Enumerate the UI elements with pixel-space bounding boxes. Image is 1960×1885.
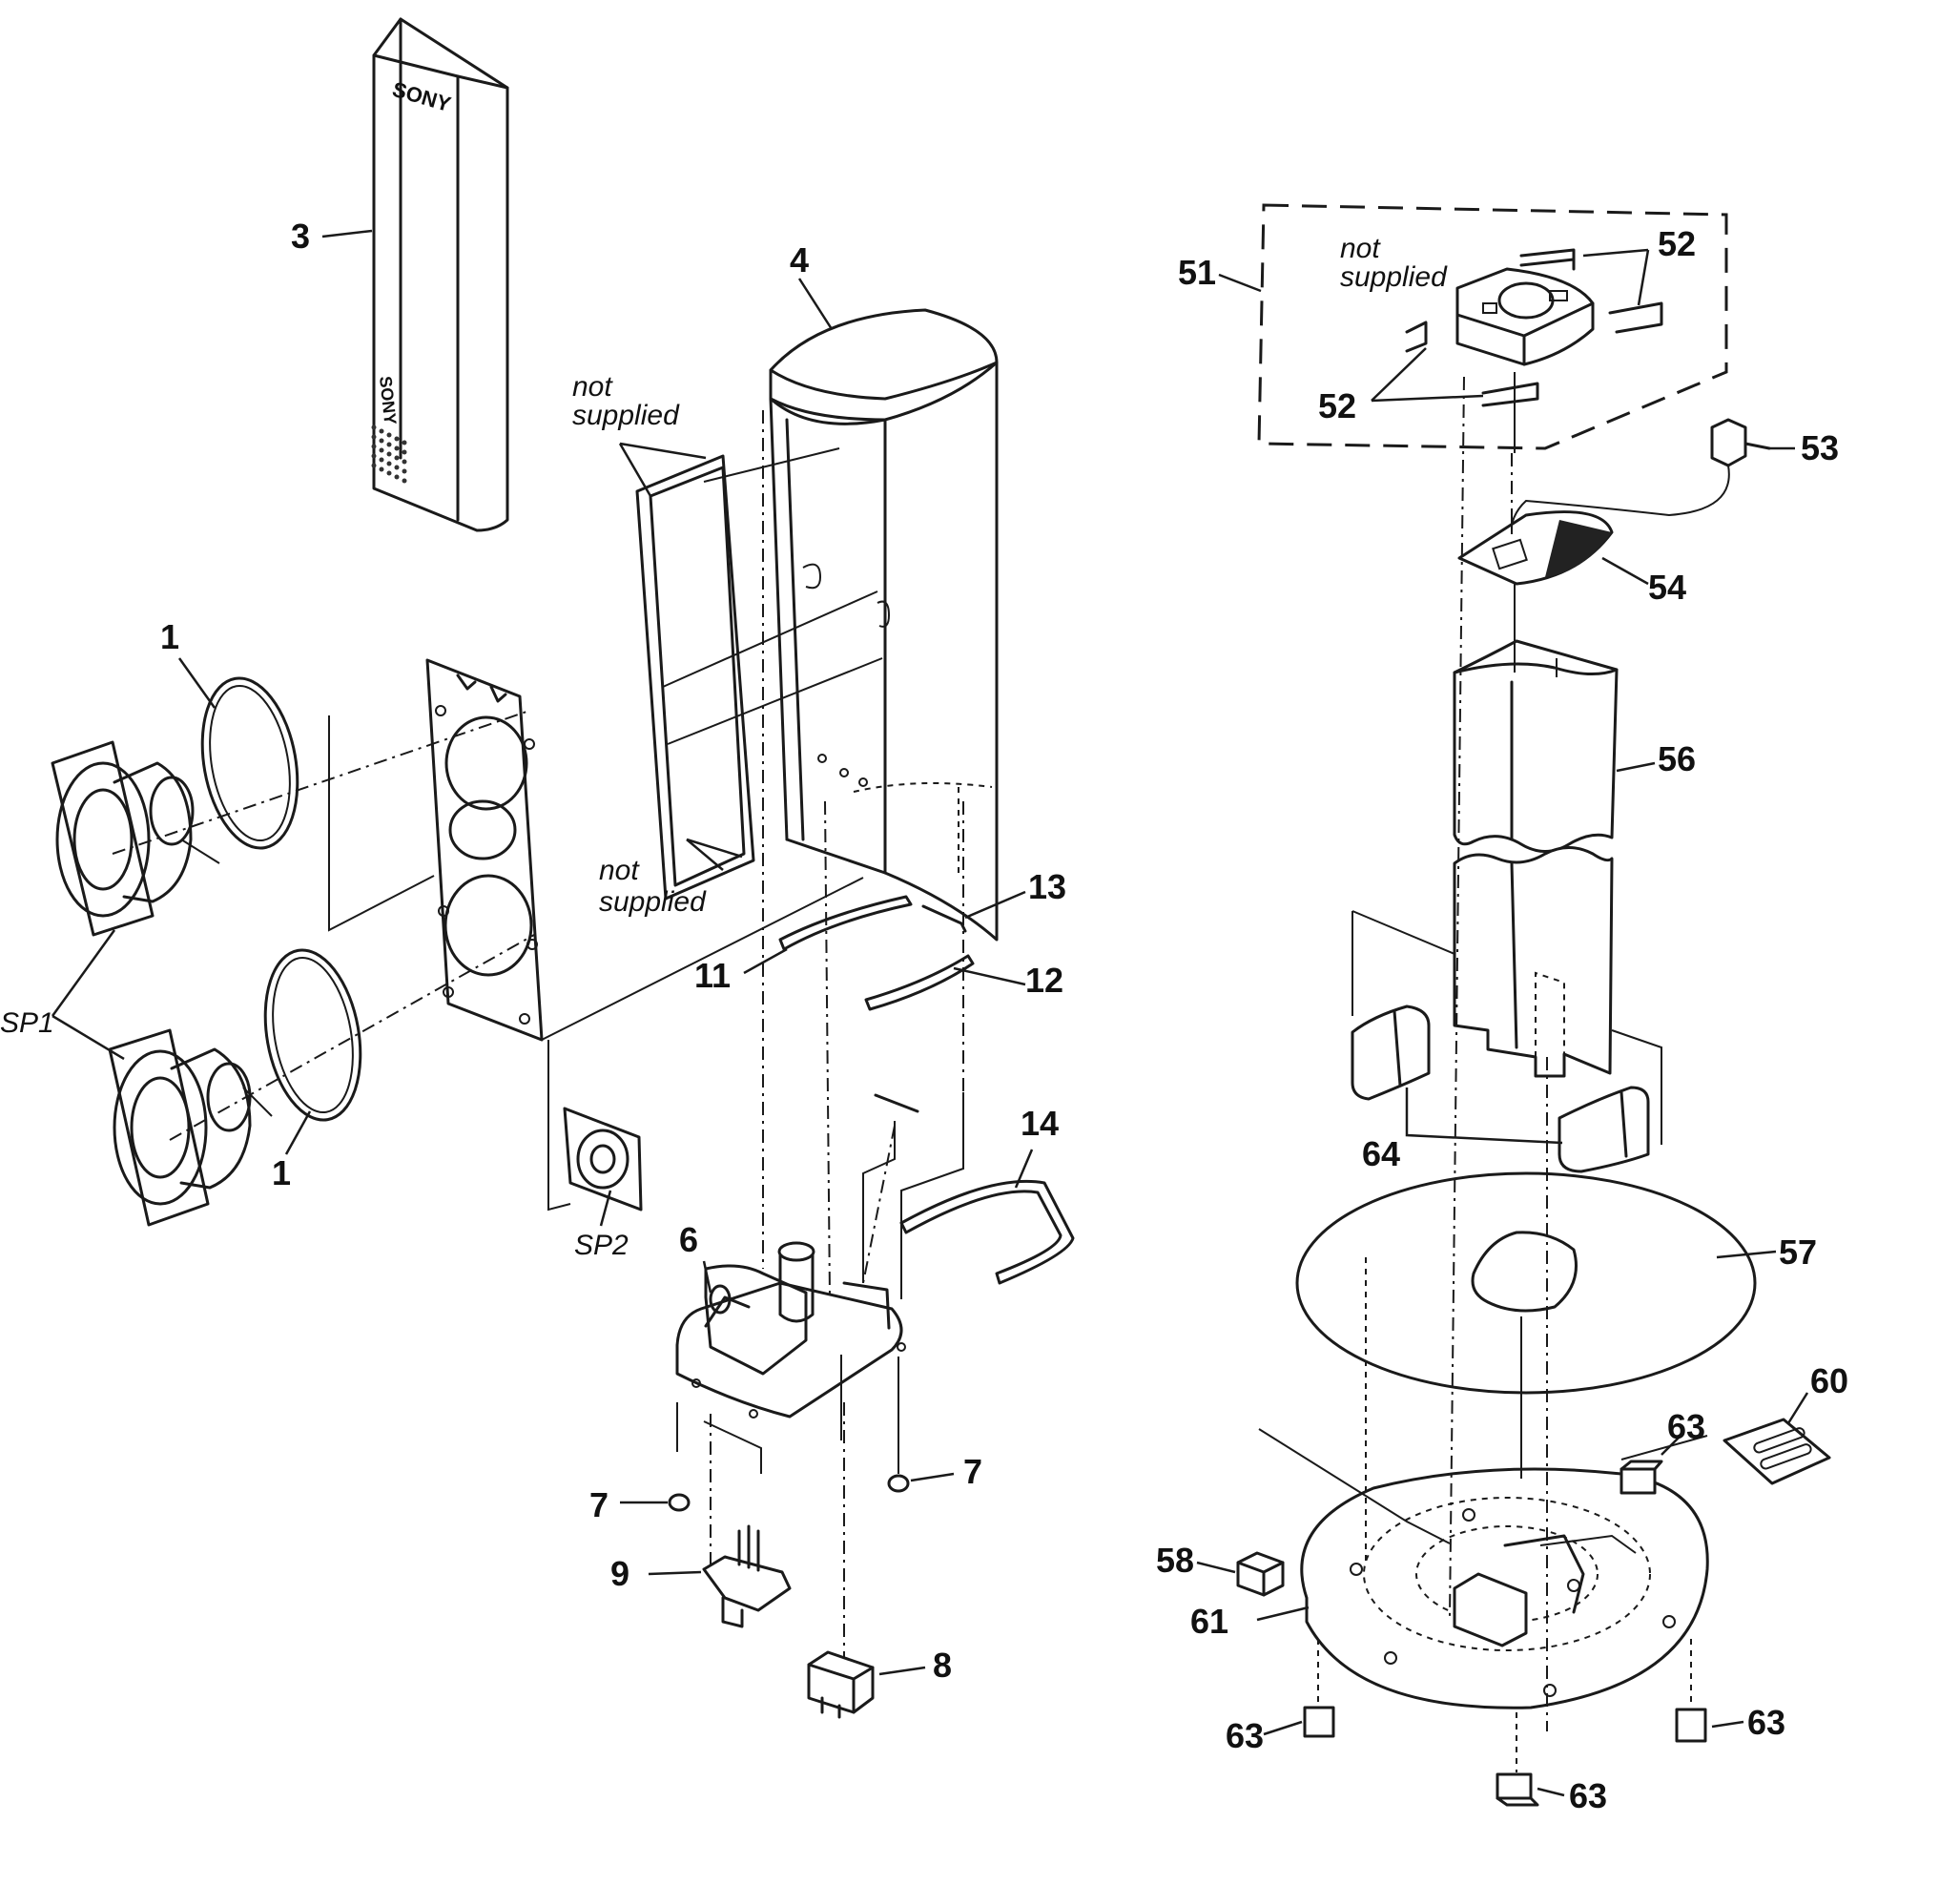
callout-51: 51 [1178, 253, 1216, 292]
bracket-part-11 [778, 895, 913, 951]
foot-part-63-top [1620, 1460, 1663, 1495]
callout-4: 4 [790, 240, 809, 280]
woofer-lower [108, 1028, 273, 1227]
bracket-part-13 [921, 904, 967, 933]
clip-part-52-b [1608, 301, 1663, 334]
callout-11: 11 [694, 956, 731, 995]
grille-mesh [371, 425, 407, 484]
note-not-supplied-box-2: supplied [1340, 261, 1448, 293]
callout-60: 60 [1810, 1361, 1848, 1400]
callout-sp1: SP1 [0, 1007, 54, 1039]
note-not-supplied-mid-2: supplied [599, 886, 707, 918]
callout-64: 64 [1362, 1134, 1400, 1173]
gasket-ring-upper-part-1 [200, 676, 299, 850]
woofer-upper [51, 740, 220, 937]
callout-12: 12 [1025, 961, 1063, 1000]
callout-1-lower: 1 [272, 1153, 291, 1192]
clip-part-52-d [1481, 382, 1539, 407]
callout-9: 9 [610, 1554, 629, 1593]
clip-part-52-c [1405, 321, 1428, 353]
note-not-supplied-top-2: supplied [572, 400, 680, 431]
callout-7-right: 7 [963, 1452, 982, 1491]
callout-53: 53 [1801, 428, 1839, 467]
note-not-supplied-box-1: not [1340, 233, 1381, 264]
callout-61: 61 [1190, 1602, 1228, 1641]
callout-52-top: 52 [1658, 224, 1696, 263]
front-grille-part-3: SONY SONY [371, 17, 509, 532]
baffle-plate [425, 658, 544, 1042]
callout-63-right: 63 [1747, 1703, 1785, 1742]
foot-part-63-bottom [1496, 1772, 1539, 1807]
callout-13: 13 [1028, 867, 1066, 906]
cabinet-part-4 [769, 308, 999, 942]
callout-1-upper: 1 [160, 617, 179, 656]
tweeter-sp2 [563, 1107, 643, 1212]
base-plate-part-61 [1300, 1467, 1709, 1709]
pad-part-64-right [1558, 1086, 1650, 1173]
callout-7-left: 7 [589, 1485, 609, 1524]
connector-part-53 [1710, 418, 1771, 467]
terminal-part-9 [702, 1524, 792, 1628]
foot-part-63-left [1303, 1706, 1335, 1738]
gasket-ring-lower-part-1 [263, 948, 362, 1122]
callout-3: 3 [291, 217, 310, 256]
plate-part-60 [1723, 1418, 1831, 1485]
callout-57: 57 [1779, 1232, 1817, 1272]
note-not-supplied-top-1: not [572, 371, 613, 403]
bracket-part-14 [899, 1179, 1075, 1285]
callout-63-top: 63 [1667, 1407, 1705, 1446]
callout-58: 58 [1156, 1541, 1194, 1580]
assembly-box-part-51 [1257, 203, 1728, 450]
foot-part-7-right [887, 1474, 910, 1493]
foot-part-7-left [668, 1493, 691, 1512]
callout-54: 54 [1648, 568, 1686, 607]
callout-52-bottom: 52 [1318, 386, 1356, 425]
pad-part-64-left [1351, 1005, 1431, 1101]
callout-8: 8 [933, 1646, 952, 1685]
disc-part-57 [1295, 1171, 1757, 1395]
base-housing [675, 1241, 906, 1419]
callout-56: 56 [1658, 739, 1696, 778]
callout-63-left: 63 [1226, 1716, 1264, 1755]
callout-63-bottom: 63 [1569, 1776, 1607, 1815]
callout-sp2: SP2 [574, 1230, 629, 1261]
small-strip [874, 1093, 919, 1113]
callout-14: 14 [1021, 1104, 1059, 1143]
gasket-panel-not-supplied [635, 454, 755, 901]
clip-part-58 [1236, 1551, 1285, 1597]
foot-part-63-right [1675, 1708, 1707, 1743]
bracket-part-12 [864, 954, 975, 1011]
block-part-8 [807, 1650, 875, 1719]
top-cap-assembly [1455, 267, 1595, 366]
note-not-supplied-mid-1: not [599, 855, 640, 886]
column-part-56 [1453, 639, 1619, 1078]
clip-part-52-a [1519, 248, 1576, 271]
plate-part-54 [1457, 510, 1614, 586]
callout-6: 6 [679, 1220, 698, 1259]
